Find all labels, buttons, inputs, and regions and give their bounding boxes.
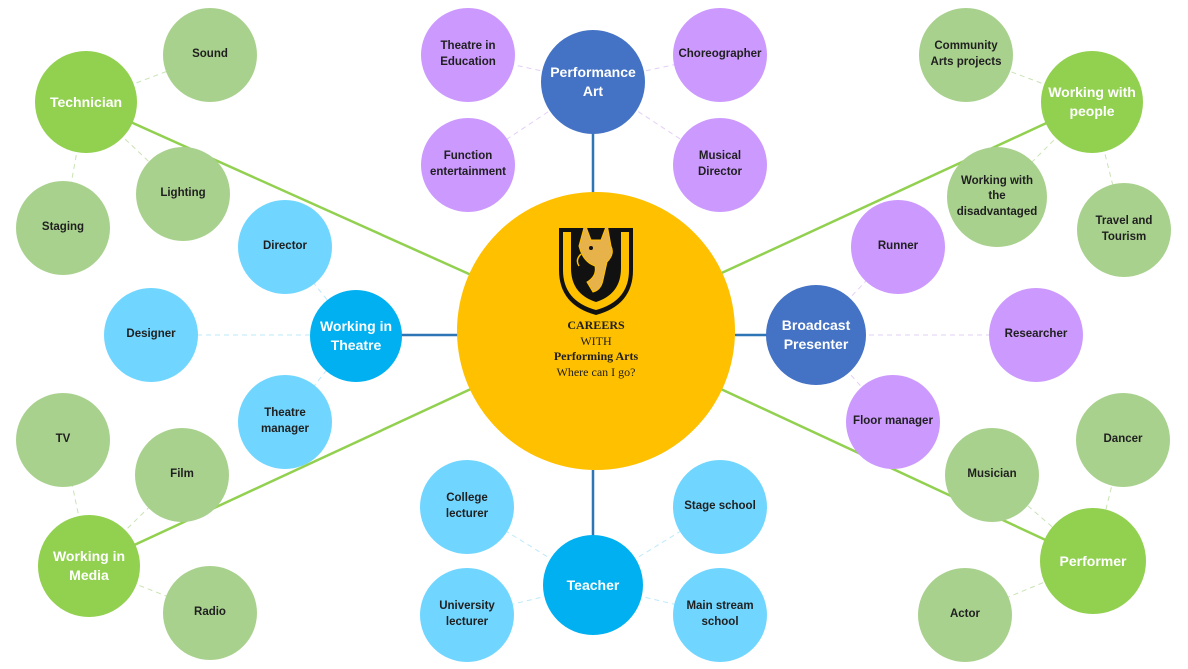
leaf-travel-and-tourism: Travel and Tourism — [1077, 183, 1171, 277]
leaf-dancer-label: Dancer — [1103, 433, 1143, 446]
leaf-musician-label: Musician — [967, 468, 1017, 481]
leaf-designer: Designer — [104, 288, 198, 382]
hub-performance-art: Performance Art — [541, 30, 645, 134]
leaf-researcher: Researcher — [989, 288, 1083, 382]
center-text: CAREERS WITH Performing Arts Where can I… — [457, 318, 735, 380]
leaf-choreographer-label: Choreographer — [678, 48, 762, 61]
hub-teacher-label: Teacher — [566, 576, 620, 593]
hub-performance-art-label: Performance Art — [550, 64, 636, 99]
hub-working-in-theatre-label: Working in Theatre — [319, 318, 393, 353]
hub-working-in-theatre: Working in Theatre — [310, 290, 402, 382]
center-line-careers: CAREERS — [567, 318, 625, 332]
leaf-stage-school-label: Stage school — [684, 500, 756, 513]
leaf-working-with-disadvantaged: Working with the disadvantaged — [947, 147, 1047, 247]
leaf-staging: Staging — [16, 181, 110, 275]
dash-perf-function — [467, 81, 594, 166]
center-careers-circle: CAREERS WITH Performing Arts Where can I… — [457, 192, 735, 470]
leaf-musician: Musician — [945, 428, 1039, 522]
leaf-runner: Runner — [851, 200, 945, 294]
leaf-staging-label: Staging — [41, 221, 85, 234]
leaf-main-stream-school-label: Main stream school — [686, 600, 754, 628]
hub-broadcast-presenter-label: Broadcast Presenter — [781, 317, 851, 352]
hub-performer-label: Performer — [1059, 552, 1127, 569]
leaf-musical-director: Musical Director — [673, 118, 767, 212]
leaf-director: Director — [238, 200, 332, 294]
leaf-function-entertainment-label: Function entertainment — [429, 150, 507, 178]
leaf-theatre-in-education-label: Theatre in Education — [440, 40, 496, 68]
leaf-musical-director-label: Musical Director — [697, 150, 743, 178]
leaf-sound-label: Sound — [192, 48, 228, 61]
leaf-film: Film — [135, 428, 229, 522]
leaf-lighting-label: Lighting — [160, 187, 206, 200]
leaf-tv: TV — [16, 393, 110, 487]
leaf-college-lecturer: College lecturer — [420, 460, 514, 554]
leaf-dancer: Dancer — [1076, 393, 1170, 487]
hub-working-with-people-label: Working with people — [1048, 84, 1136, 119]
leaf-theatre-manager: Theatre manager — [238, 375, 332, 469]
leaf-actor: Actor — [918, 568, 1012, 662]
leaf-director-label: Director — [262, 240, 308, 253]
leaf-university-lecturer: University lecturer — [420, 568, 514, 662]
leaf-radio: Radio — [163, 566, 257, 660]
hub-working-with-people: Working with people — [1041, 51, 1143, 153]
leaf-main-stream-school: Main stream school — [673, 568, 767, 662]
leaf-community-arts-projects-label: Community Arts projects — [930, 40, 1002, 68]
leaf-researcher-label: Researcher — [1004, 328, 1068, 341]
leaf-designer-label: Designer — [126, 328, 176, 341]
hub-working-in-media: Working in Media — [38, 515, 140, 617]
center-line-question: Where can I go? — [556, 364, 636, 379]
leaf-choreographer: Choreographer — [673, 8, 767, 102]
center-line-performing-arts: Performing Arts — [553, 349, 639, 364]
leaf-runner-label: Runner — [877, 240, 919, 253]
leaf-function-entertainment: Function entertainment — [421, 118, 515, 212]
leaf-theatre-manager-label: Theatre manager — [261, 407, 309, 435]
leaf-college-lecturer-label: College lecturer — [445, 492, 489, 520]
leaf-floor-manager: Floor manager — [846, 375, 940, 469]
hub-broadcast-presenter: Broadcast Presenter — [766, 285, 866, 385]
dash-teacher-college — [466, 506, 594, 586]
leaf-lighting: Lighting — [136, 147, 230, 241]
leaf-university-lecturer-label: University lecturer — [439, 600, 495, 628]
leaf-community-arts-projects: Community Arts projects — [919, 8, 1013, 102]
leaf-film-label: Film — [170, 468, 194, 481]
dash-teacher-stage — [592, 506, 721, 586]
hub-teacher: Teacher — [543, 535, 643, 635]
hub-working-in-media-label: Working in Media — [52, 548, 126, 583]
hub-technician-label: Technician — [49, 93, 123, 110]
hub-performer: Performer — [1040, 508, 1146, 614]
leaf-working-with-disadvantaged-label: Working with the disadvantaged — [956, 174, 1038, 218]
academy-crest-icon — [559, 222, 633, 315]
center-line-with: WITH — [580, 333, 612, 348]
leaf-floor-manager-label: Floor manager — [853, 415, 933, 428]
leaf-theatre-in-education: Theatre in Education — [421, 8, 515, 102]
leaf-sound: Sound — [163, 8, 257, 102]
leaf-tv-label: TV — [55, 433, 71, 446]
hub-technician: Technician — [35, 51, 137, 153]
leaf-travel-and-tourism-label: Travel and Tourism — [1095, 215, 1153, 243]
leaf-stage-school: Stage school — [673, 460, 767, 554]
leaf-actor-label: Actor — [949, 608, 981, 621]
leaf-radio-label: Radio — [194, 606, 226, 619]
